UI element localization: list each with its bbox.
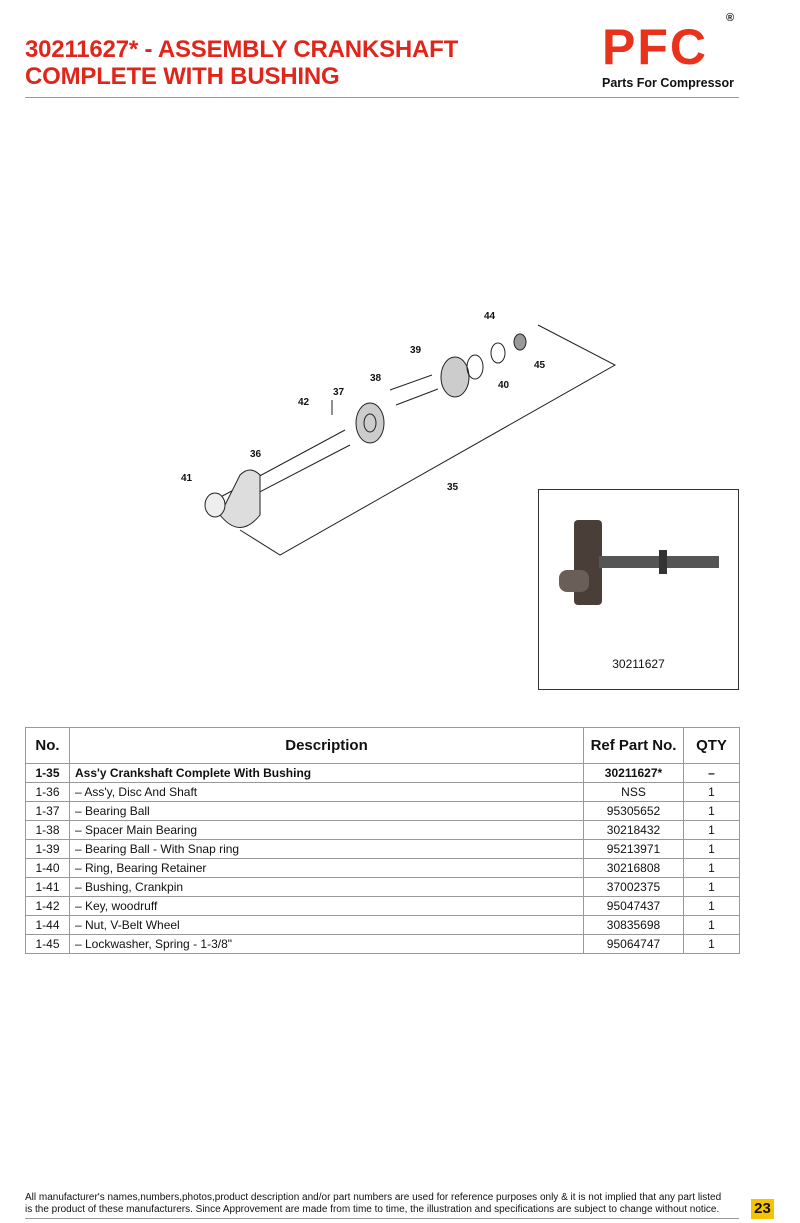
callout-41: 41 xyxy=(181,473,193,484)
cell-no: 1-38 xyxy=(25,820,70,840)
logo-tagline: Parts For Compressor xyxy=(602,76,734,90)
cell-qty: 1 xyxy=(683,801,740,821)
callout-36: 36 xyxy=(250,449,262,460)
cell-qty: 1 xyxy=(683,839,740,859)
cell-description: – Nut, V-Belt Wheel xyxy=(69,915,584,935)
pfc-logo: PFC ® Parts For Compressor xyxy=(600,12,740,92)
callout-42: 42 xyxy=(298,397,310,408)
disclaimer-line-1: All manufacturer's names,numbers,photos,… xyxy=(25,1192,722,1203)
cell-no: 1-44 xyxy=(25,915,70,935)
cell-ref-part-no: 30216808 xyxy=(583,858,684,878)
cell-description: – Key, woodruff xyxy=(69,896,584,916)
callout-44: 44 xyxy=(484,311,496,322)
cell-description: – Lockwasher, Spring - 1-3/8" xyxy=(69,934,584,954)
cell-description: – Spacer Main Bearing xyxy=(69,820,584,840)
cell-ref-part-no: 30211627* xyxy=(583,763,684,783)
cell-description: – Bushing, Crankpin xyxy=(69,877,584,897)
cell-qty: 1 xyxy=(683,877,740,897)
photo-caption: 30211627 xyxy=(612,657,665,671)
cell-qty: 1 xyxy=(683,858,740,878)
callout-40: 40 xyxy=(498,380,510,391)
exploded-diagram: 44 39 45 38 40 42 37 36 41 35 xyxy=(181,311,617,556)
disclaimer: All manufacturer's names,numbers,photos,… xyxy=(25,1192,745,1216)
cell-ref-part-no: NSS xyxy=(583,782,684,802)
col-description: Description xyxy=(69,727,584,764)
cell-no: 1-39 xyxy=(25,839,70,859)
cell-qty: – xyxy=(683,763,740,783)
cell-qty: 1 xyxy=(683,782,740,802)
cell-no: 1-37 xyxy=(25,801,70,821)
cell-description: – Bearing Ball xyxy=(69,801,584,821)
cell-no: 1-41 xyxy=(25,877,70,897)
product-photo: 30211627 xyxy=(538,489,739,690)
cell-ref-part-no: 95213971 xyxy=(583,839,684,859)
cell-qty: 1 xyxy=(683,820,740,840)
callout-45: 45 xyxy=(534,360,546,371)
cell-description: – Ring, Bearing Retainer xyxy=(69,858,584,878)
table-header: No. Description Ref Part No. QTY xyxy=(25,727,740,764)
cell-no: 1-42 xyxy=(25,896,70,916)
cell-description: – Bearing Ball - With Snap ring xyxy=(69,839,584,859)
table-row: 1-45– Lockwasher, Spring - 1-3/8"9506474… xyxy=(25,934,740,954)
callout-38: 38 xyxy=(370,373,382,384)
cell-ref-part-no: 95305652 xyxy=(583,801,684,821)
title-line-2: COMPLETE WITH BUSHING xyxy=(25,63,340,90)
col-no: No. xyxy=(25,727,70,764)
header-divider xyxy=(25,97,739,98)
title-line-1: 30211627* - ASSEMBLY CRANKSHAFT xyxy=(25,36,459,63)
cell-qty: 1 xyxy=(683,934,740,954)
cell-no: 1-35 xyxy=(25,763,70,783)
registered-mark: ® xyxy=(726,12,735,24)
cell-no: 1-40 xyxy=(25,858,70,878)
callout-39: 39 xyxy=(410,345,422,356)
cell-description: – Ass'y, Disc And Shaft xyxy=(69,782,584,802)
cell-no: 1-36 xyxy=(25,782,70,802)
col-ref-part-no: Ref Part No. xyxy=(583,727,684,764)
footer-divider xyxy=(25,1218,739,1219)
cell-description: Ass'y Crankshaft Complete With Bushing xyxy=(69,763,584,783)
cell-ref-part-no: 95047437 xyxy=(583,896,684,916)
cell-ref-part-no: 37002375 xyxy=(583,877,684,897)
cell-qty: 1 xyxy=(683,915,740,935)
callout-35: 35 xyxy=(447,482,459,493)
cell-ref-part-no: 30218432 xyxy=(583,820,684,840)
callout-37: 37 xyxy=(333,387,345,398)
assembly-bracket xyxy=(239,324,617,556)
disclaimer-line-2: is the product of these manufacturers. S… xyxy=(25,1204,720,1215)
cell-ref-part-no: 95064747 xyxy=(583,934,684,954)
crankshaft-photo xyxy=(559,520,719,605)
cell-no: 1-45 xyxy=(25,934,70,954)
page-number: 23 xyxy=(751,1199,774,1219)
cell-ref-part-no: 30835698 xyxy=(583,915,684,935)
logo-text: PFC xyxy=(602,19,708,75)
col-qty: QTY xyxy=(683,727,740,764)
cell-qty: 1 xyxy=(683,896,740,916)
